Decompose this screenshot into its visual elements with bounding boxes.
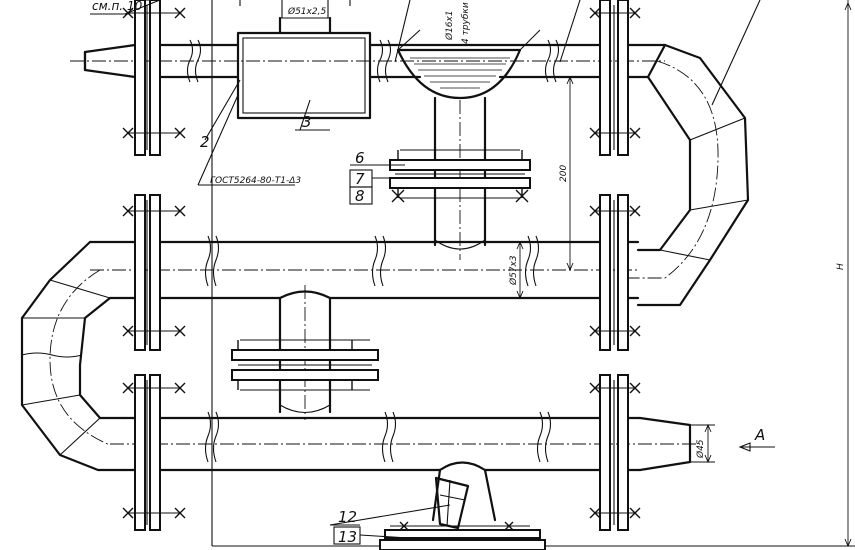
callout-13: 13 [338, 528, 357, 546]
flange-middle-left [122, 194, 186, 351]
callout-2: 2 [200, 133, 210, 151]
middle-pipe-run [88, 235, 640, 300]
flange-middle-right [589, 194, 641, 351]
callout-8: 8 [355, 187, 365, 205]
standard-label: ГОСТ5264-80-Т1-Δ3 [210, 176, 301, 186]
callout-7: 7 [355, 170, 365, 188]
spacing-dimension: 200 [559, 165, 569, 182]
top-pipe-dimension: Ø51x2,5 [287, 6, 326, 17]
middle-connector [231, 285, 379, 420]
left-elbow [20, 240, 127, 472]
main-pipe-dimension: Ø57x3 [508, 255, 519, 286]
callout-12: 12 [338, 508, 357, 526]
bottom-outlet [379, 461, 546, 550]
dimension-lines [90, 0, 852, 548]
right-elbow [620, 43, 750, 307]
flange-bottom-right [589, 374, 641, 531]
top-pipe-run [70, 0, 667, 120]
ref-sheet-label: см.п. 10 [92, 0, 143, 13]
callout-6: 6 [355, 149, 365, 167]
bottom-pipe-run [110, 411, 775, 472]
tubes-dimension: Ø16x1 [444, 10, 455, 41]
flange-bottom-left [122, 374, 186, 531]
view-arrow-label: А [754, 426, 765, 444]
vertical-tube-bundle [389, 96, 531, 260]
height-dimension: Н [836, 263, 846, 270]
tubes-count: 4 трубки [461, 2, 471, 44]
outlet-dimension: Ø45 [695, 439, 706, 459]
flange-top-right [589, 0, 641, 156]
callout-3: 3 [302, 113, 312, 131]
